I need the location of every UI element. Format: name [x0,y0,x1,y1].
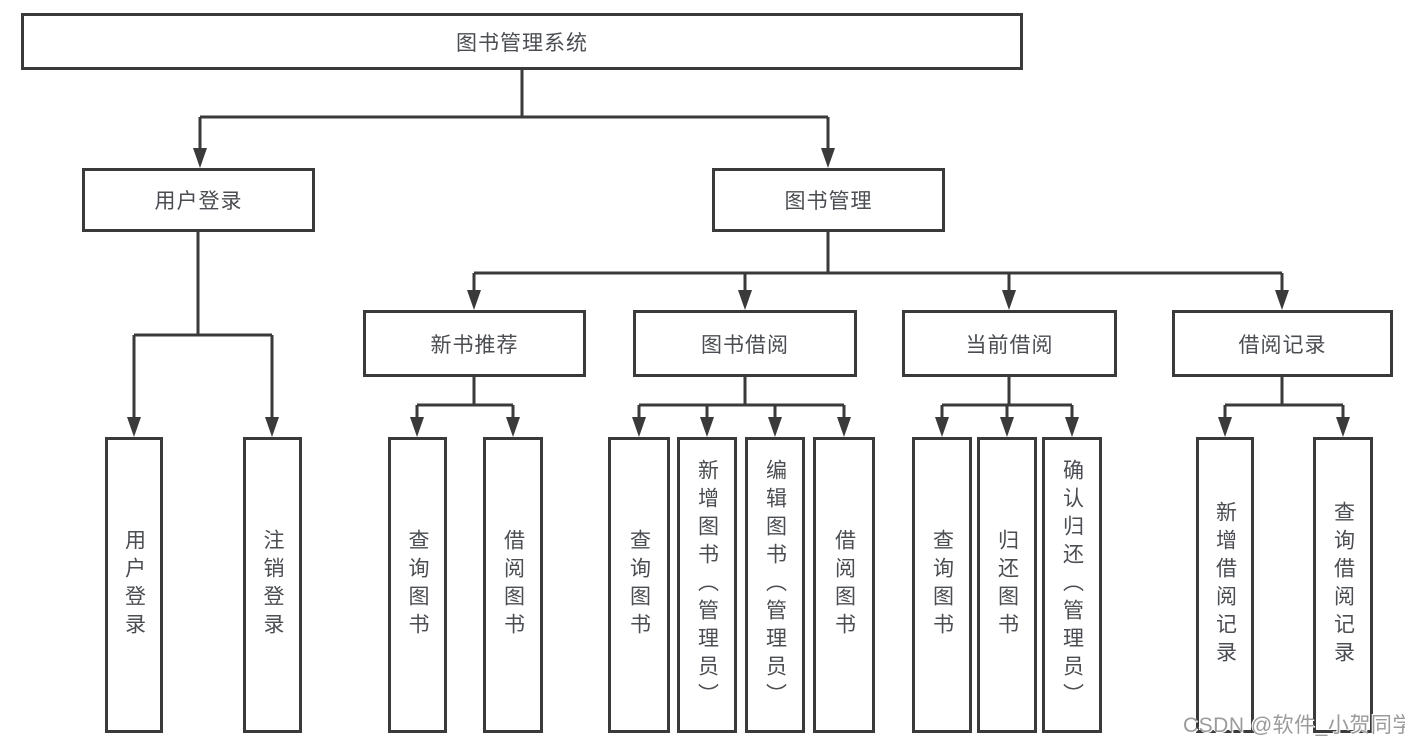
csdn-watermark: CSDN @软件_小贺同学 [1183,714,1405,737]
leaf-return-books: 归还图书 [977,437,1037,733]
node-book-borrowing: 图书借阅 [633,310,857,377]
leaf-label: 用户登录 [122,529,146,641]
leaf-label: 编辑图书（管理员） [763,459,787,711]
leaf-label: 查询图书 [627,529,651,641]
leaf-label: 查询借阅记录 [1331,501,1355,669]
leaf-label: 归还图书 [995,529,1019,641]
leaf-label: 确认归还（管理员） [1060,459,1084,711]
leaf-query-borrow-record: 查询借阅记录 [1313,437,1373,733]
leaf-borrow-books-recommend: 借阅图书 [483,437,543,733]
leaf-label: 注销登录 [261,529,284,641]
node-label: 用户登录 [154,190,243,213]
node-label: 图书管理系统 [456,31,588,55]
node-label: 当前借阅 [965,333,1054,357]
node-label: 图书管理 [784,190,873,213]
leaf-borrow-books: 借阅图书 [813,437,875,733]
leaf-confirm-return-admin: 确认归还（管理员） [1042,437,1102,733]
node-book-management: 图书管理 [712,168,945,232]
leaf-edit-books-admin: 编辑图书（管理员） [745,437,805,733]
leaf-logout: 注销登录 [243,437,302,733]
node-library-management-system: 图书管理系统 [21,13,1023,70]
leaf-add-borrow-record: 新增借阅记录 [1196,437,1254,733]
leaf-label: 查询图书 [406,529,429,641]
leaf-query-books-borrowing: 查询图书 [608,437,670,733]
node-label: 图书借阅 [701,333,789,357]
node-new-book-recommend: 新书推荐 [363,310,586,377]
leaf-user-login: 用户登录 [105,437,163,733]
leaf-label: 查询图书 [930,529,954,641]
node-label: 借阅记录 [1238,333,1327,357]
node-label: 新书推荐 [430,333,519,357]
node-user-login: 用户登录 [82,168,315,232]
leaf-query-books-recommend: 查询图书 [388,437,447,733]
leaf-add-books-admin: 新增图书（管理员） [677,437,737,733]
leaf-label: 借阅图书 [832,529,856,641]
leaf-label: 新增借阅记录 [1213,501,1237,669]
leaf-label: 借阅图书 [501,529,525,641]
leaf-label: 新增图书（管理员） [695,459,719,711]
leaf-query-books-current: 查询图书 [912,437,972,733]
node-current-borrowing: 当前借阅 [902,310,1117,377]
node-borrowing-records: 借阅记录 [1172,310,1393,377]
